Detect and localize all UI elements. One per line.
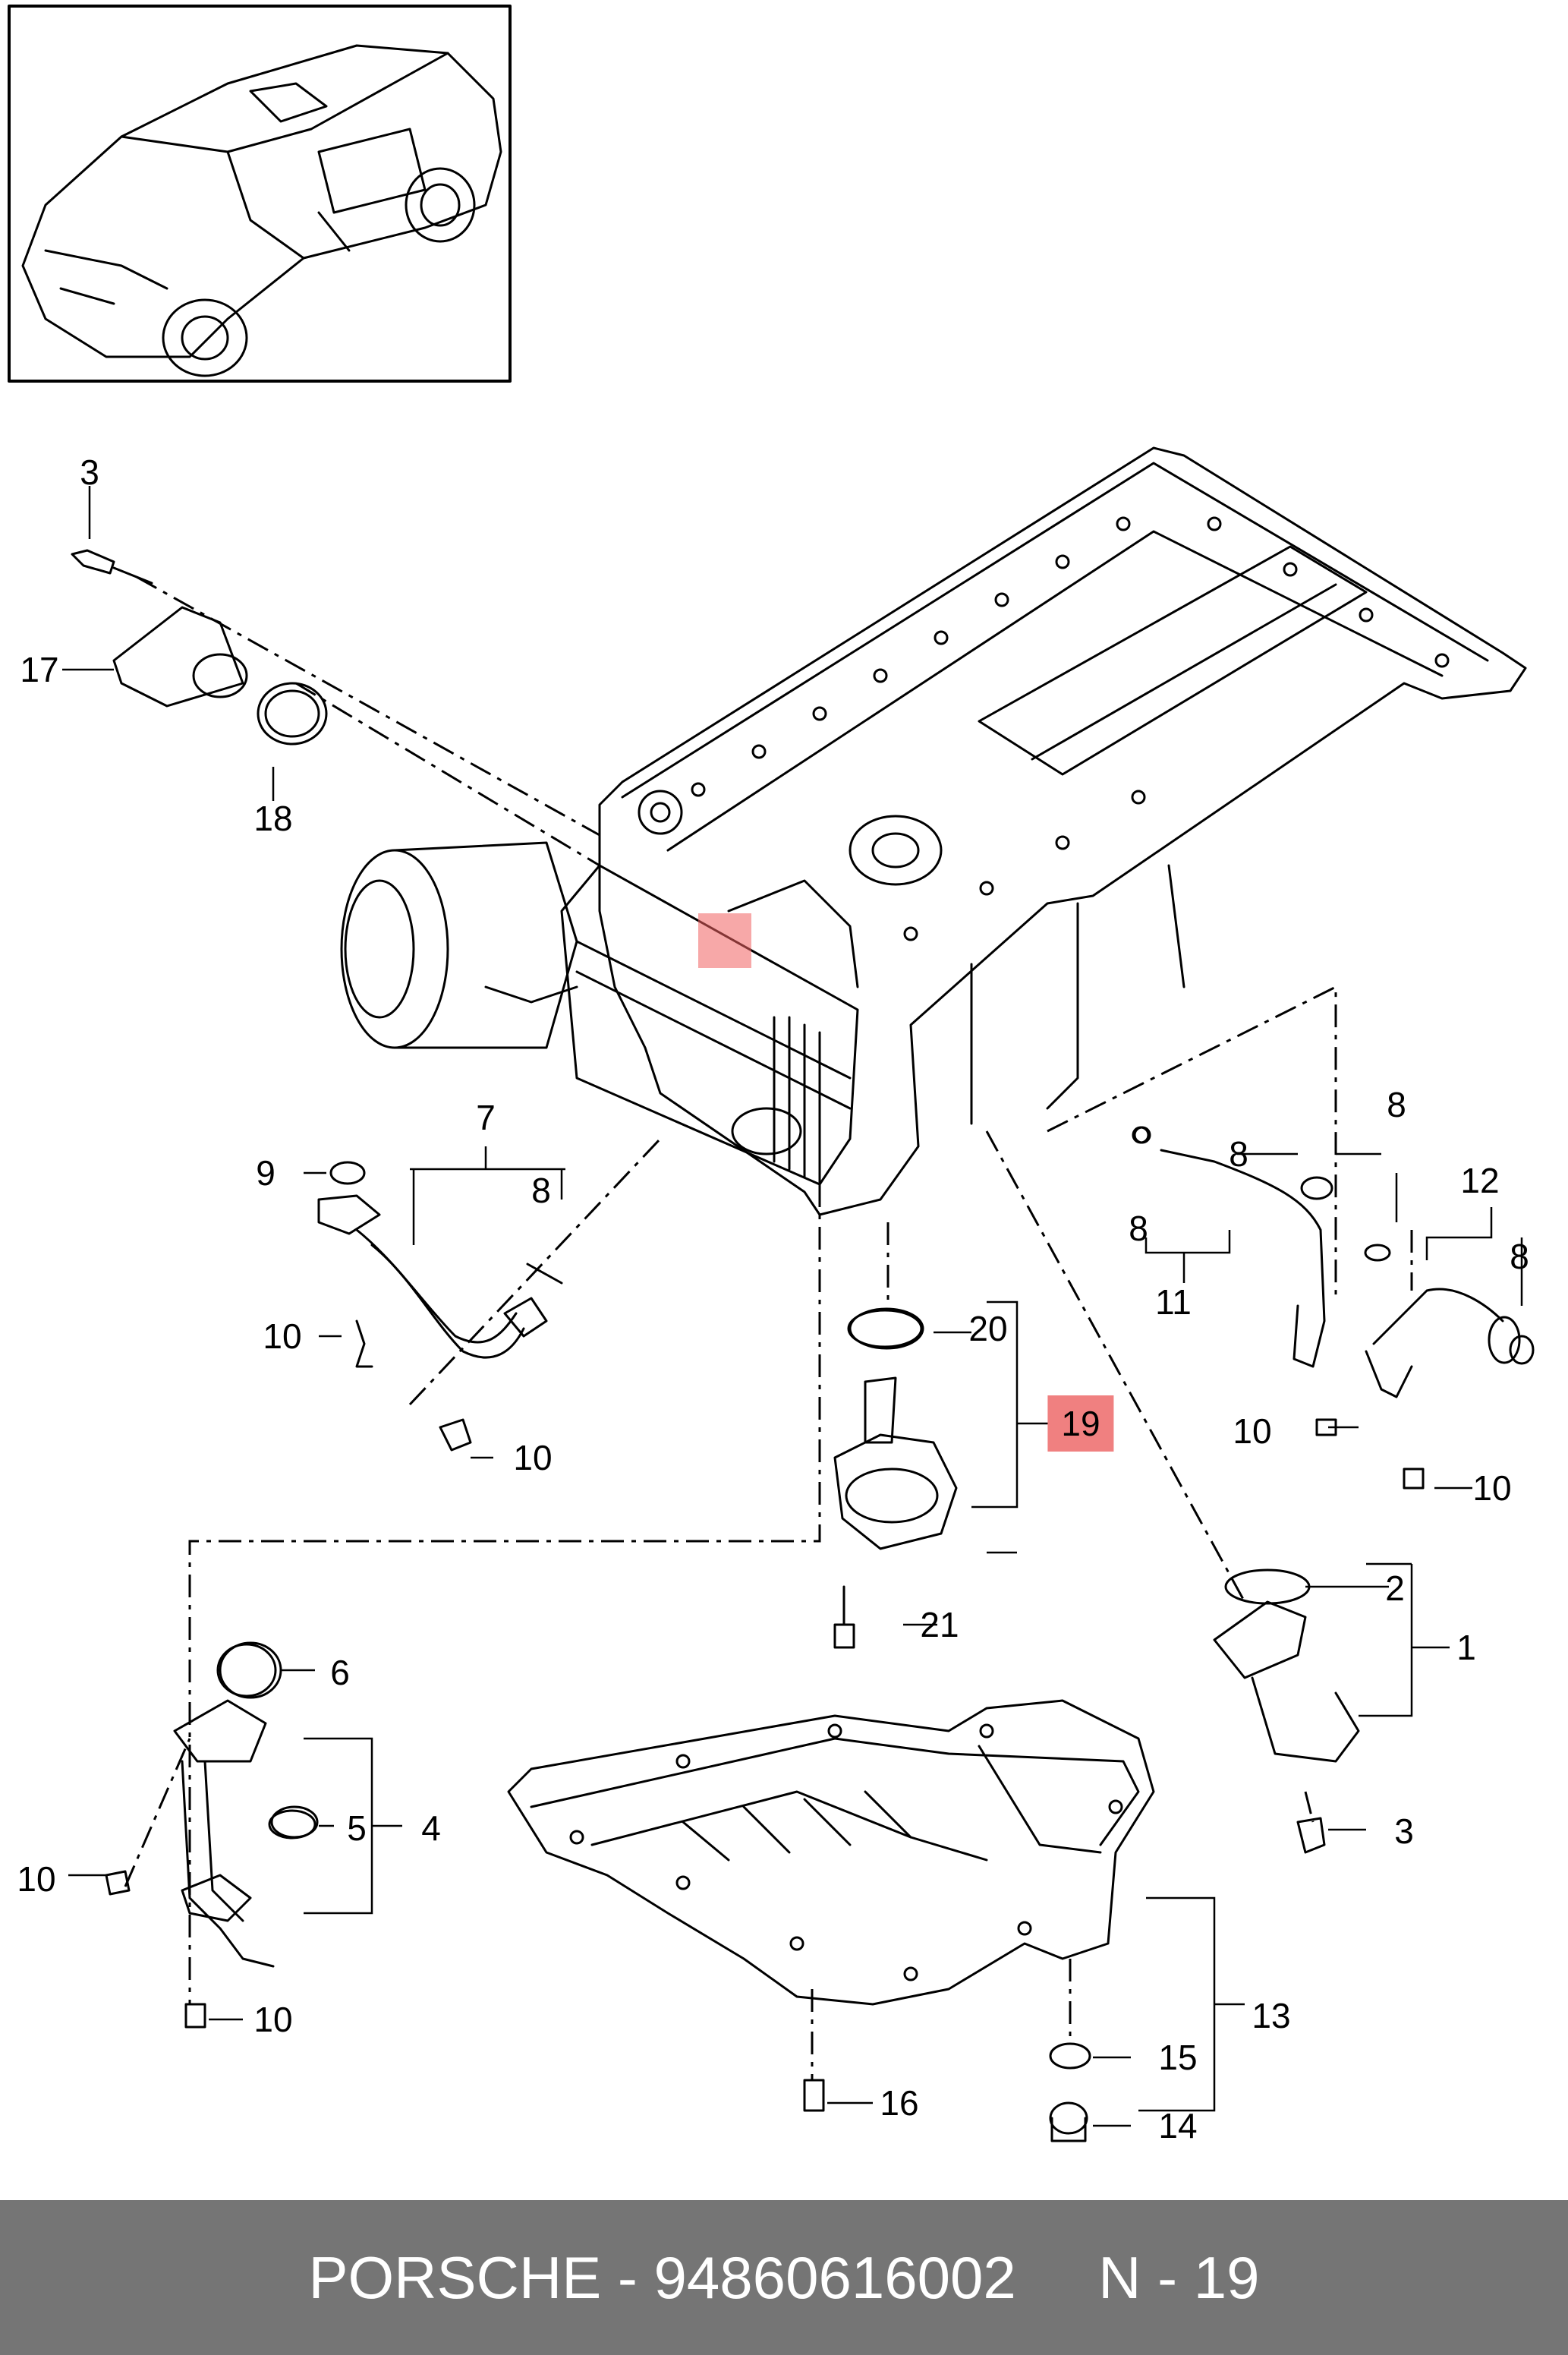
footer-brand: PORSCHE bbox=[308, 2243, 602, 2311]
callout-10: 10 bbox=[17, 1859, 56, 1899]
callout-leaders bbox=[62, 486, 1523, 2127]
callout-16: 16 bbox=[880, 2083, 919, 2123]
oil-pickup-pipe bbox=[105, 1641, 319, 2029]
callout-14: 14 bbox=[1158, 2106, 1198, 2145]
callout-8: 8 bbox=[1510, 1237, 1529, 1276]
callout-19-highlighted[interactable]: 19 bbox=[1047, 1395, 1114, 1452]
callout-15: 15 bbox=[1158, 2038, 1198, 2077]
lower-oil-pan bbox=[507, 1699, 1155, 2142]
callout-8: 8 bbox=[531, 1171, 551, 1210]
callout-10: 10 bbox=[1233, 1411, 1272, 1451]
callout-6: 6 bbox=[330, 1653, 350, 1692]
footer-section: N - 19 bbox=[1098, 2243, 1260, 2311]
callout-10: 10 bbox=[263, 1316, 302, 1356]
callout-11: 11 bbox=[1155, 1282, 1192, 1322]
footer-gap bbox=[1016, 2243, 1098, 2312]
callout-3: 3 bbox=[80, 452, 99, 492]
callout-3: 3 bbox=[1394, 1811, 1414, 1851]
oil-level-sensor bbox=[833, 1307, 958, 1649]
oil-pipe-left bbox=[317, 1161, 563, 1452]
dash-dot-leaders bbox=[124, 575, 1413, 2080]
callout-4: 4 bbox=[421, 1808, 441, 1848]
callout-10: 10 bbox=[513, 1438, 553, 1477]
callout-5: 5 bbox=[347, 1808, 367, 1848]
callout-13: 13 bbox=[1252, 1996, 1291, 2035]
callout-12: 12 bbox=[1460, 1161, 1500, 1200]
callout-20: 20 bbox=[968, 1309, 1008, 1348]
callout-10: 10 bbox=[1472, 1468, 1512, 1508]
footer-part-number: 94860616002 bbox=[653, 2243, 1016, 2311]
callout-17: 17 bbox=[20, 650, 59, 689]
callout-18: 18 bbox=[253, 799, 293, 838]
o-rings bbox=[216, 1126, 1535, 1840]
callout-1: 1 bbox=[1456, 1628, 1476, 1667]
upper-oil-pan bbox=[340, 446, 1527, 1216]
footer-bar: PORSCHE - 94860616002 N - 19 bbox=[0, 2200, 1568, 2355]
highlighted-part-location bbox=[698, 913, 751, 968]
callout-21: 21 bbox=[920, 1605, 959, 1644]
oil-drain-fitting bbox=[1213, 1568, 1360, 1854]
callout-2: 2 bbox=[1385, 1568, 1405, 1608]
flange-assembly bbox=[71, 549, 328, 746]
callout-8: 8 bbox=[1387, 1085, 1406, 1124]
exploded-parts-diagram bbox=[8, 5, 1535, 2142]
callout-8: 8 bbox=[1129, 1209, 1148, 1248]
callout-8: 8 bbox=[1229, 1134, 1248, 1174]
footer-separator: - bbox=[601, 2243, 654, 2311]
callout-10: 10 bbox=[253, 2000, 293, 2039]
callout-7: 7 bbox=[476, 1098, 496, 1137]
vehicle-thumbnail bbox=[8, 5, 512, 383]
callout-9: 9 bbox=[256, 1153, 276, 1193]
